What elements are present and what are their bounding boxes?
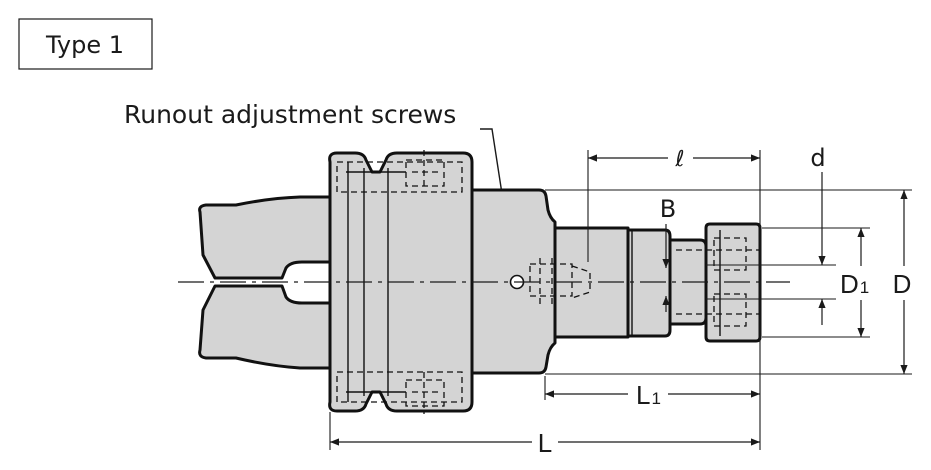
type-label-box: Type 1: [18, 18, 153, 70]
collar: [626, 228, 672, 338]
dim-big-d-label: D: [893, 269, 912, 299]
dim-l1-label: L1: [636, 380, 661, 410]
dim-l-label: ℓ: [674, 147, 684, 172]
dim-d1-label: D1: [840, 269, 869, 299]
hidden-features: [336, 150, 760, 414]
extension-lines: [329, 150, 912, 450]
dim-d-label: d: [810, 144, 825, 172]
callout-runout-screws: Runout adjustment screws: [124, 100, 456, 129]
type-label: Type 1: [45, 31, 124, 59]
fork-lower-prong: [198, 284, 332, 370]
dim-big-l-label: L: [538, 428, 552, 458]
fork-upper-prong: [198, 195, 332, 280]
dim-b-label: B: [660, 195, 676, 223]
